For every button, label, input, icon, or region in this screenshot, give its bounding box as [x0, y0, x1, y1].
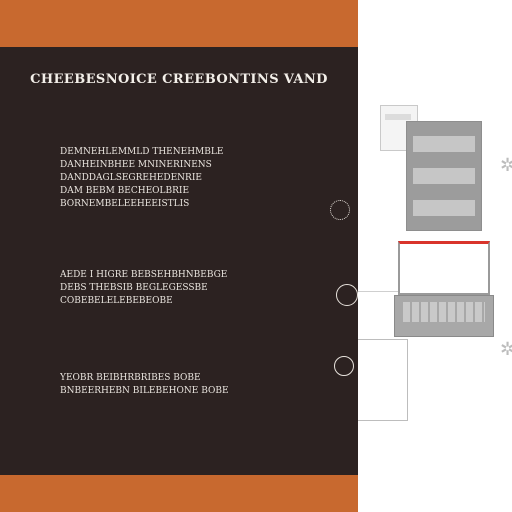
- tower-slot: [413, 136, 475, 152]
- device-illustration: ✲ ✲: [358, 47, 512, 475]
- section-2-line: DEBS THEBSIB BEGLEGESSBE: [60, 283, 208, 293]
- section-1-line: DEMNEHLEMMLD THENEHMBLE: [60, 147, 224, 157]
- connector-frame: [358, 339, 408, 421]
- text-section-2: AEDE I HIGRE BEBSEHBHNBEBGE DEBS THEBSIB…: [60, 269, 320, 308]
- computer-tower-icon: [406, 121, 482, 231]
- section-2-line: COBEBELELEBEBEOBE: [60, 296, 173, 306]
- dark-text-panel: [0, 47, 358, 475]
- text-section-3: YEOBR BEIBHRBRIBES BOBE BNBEERHEBN BILEB…: [60, 372, 320, 398]
- tower-slot: [413, 168, 475, 184]
- gear-icon: ✲: [500, 155, 512, 176]
- text-section-1: DEMNEHLEMMLD THENEHMBLE DANHEINBHEE MNIN…: [60, 146, 320, 211]
- circle-icon: [336, 284, 358, 306]
- top-orange-band: [0, 0, 358, 47]
- section-1-line: BORNEMBELEEHEEISTLIS: [60, 199, 190, 209]
- section-2-line: AEDE I HIGRE BEBSEHBHNBEBGE: [60, 270, 228, 280]
- panel-title: CHEEBESNOICE CREEBONTINS VAND: [30, 72, 328, 87]
- section-3-line: YEOBR BEIBHRBRIBES BOBE: [60, 373, 201, 383]
- section-1-line: DAM BEBM BECHEOLBRIE: [60, 186, 190, 196]
- laptop-icon: [398, 241, 490, 295]
- bottom-orange-band: [0, 475, 358, 512]
- section-1-line: DANDDAGLSEGREHEDENRIE: [60, 173, 202, 183]
- tower-slot: [413, 200, 475, 216]
- connector-line: [358, 291, 398, 292]
- section-3-line: BNBEERHEBN BILEBEHONE BOBE: [60, 386, 229, 396]
- section-1-line: DANHEINBHEE MNINERINENS: [60, 160, 212, 170]
- dotted-circle-icon: [330, 200, 350, 220]
- document-bar: [385, 114, 411, 120]
- gear-icon: ✲: [500, 339, 512, 360]
- circle-icon: [334, 356, 354, 376]
- laptop-keyboard: [394, 295, 494, 337]
- laptop-keys: [403, 302, 485, 322]
